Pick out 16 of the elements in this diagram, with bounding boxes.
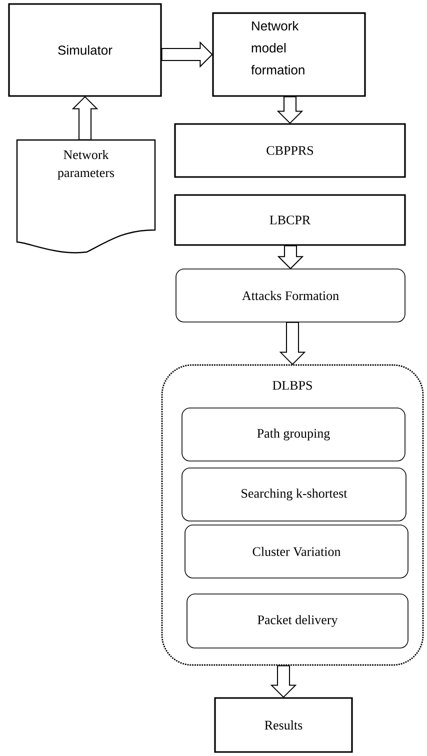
process-box: Packet delivery xyxy=(186,594,408,648)
process-box: Network model formation xyxy=(212,12,366,97)
block-arrow xyxy=(72,96,98,140)
process-box: Attacks Formation xyxy=(176,268,406,322)
block-arrow xyxy=(277,245,304,270)
process-box: Path grouping xyxy=(182,408,406,462)
block-arrow xyxy=(276,96,304,124)
process-box: Results xyxy=(214,697,353,753)
block-arrow xyxy=(270,665,297,698)
block-arrow xyxy=(161,41,213,68)
process-box: Simulator xyxy=(8,3,162,97)
process-box: Searching k-shortest xyxy=(182,468,406,522)
process-box: CBPPRS xyxy=(174,123,406,178)
process-box: LBCPR xyxy=(174,194,406,246)
process-box: Cluster Variation xyxy=(184,524,408,578)
block-arrow xyxy=(279,322,306,366)
